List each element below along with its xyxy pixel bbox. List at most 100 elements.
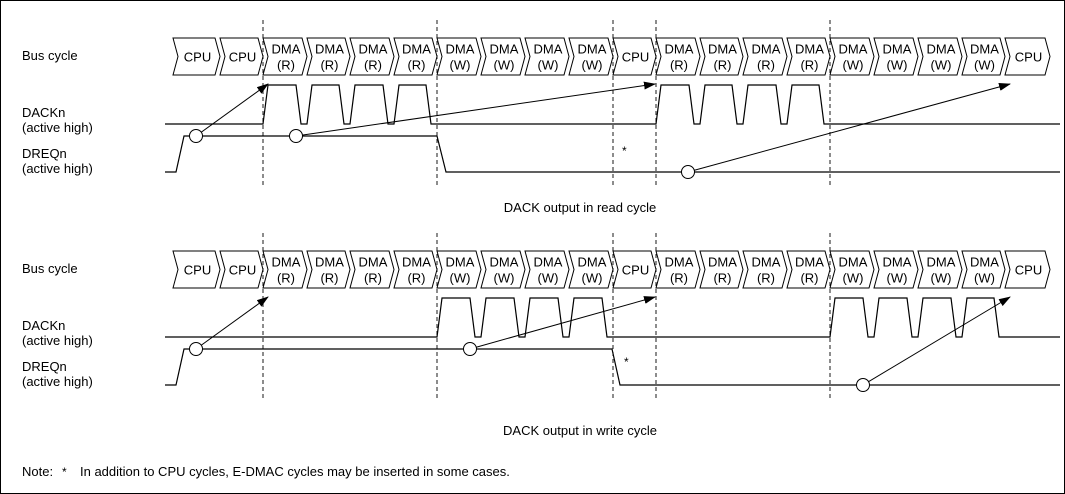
bus-cycle-type: DMA: [446, 255, 475, 270]
bus-cycle-cell: [480, 250, 526, 289]
bus-cycle-direction: (W): [887, 58, 908, 73]
bus-cycle-type: DMA: [752, 42, 781, 57]
bus-cycle-type: DMA: [795, 255, 824, 270]
note-prefix: Note:: [22, 464, 53, 479]
bus-cycle-direction: (R): [320, 271, 338, 286]
causality-arrow: [195, 83, 269, 137]
trigger-circle: [289, 129, 303, 143]
bus-cycle-type: DMA: [315, 42, 344, 57]
bus-cycle-type: DMA: [839, 42, 868, 57]
bus-cycle-direction: (W): [974, 58, 995, 73]
bus-cycle-cell: [436, 250, 482, 289]
bus-cycle-type: DMA: [708, 42, 737, 57]
bus-cycle-direction: (R): [277, 58, 295, 73]
bus-cycle-type: CPU: [622, 263, 649, 278]
bus-cycle-type: DMA: [272, 42, 301, 57]
bus-cycle-direction: (W): [582, 58, 603, 73]
bus-cycle-type: DMA: [359, 42, 388, 57]
bus-cycle-cell: [917, 37, 963, 76]
bus-cycle-cell: [172, 37, 221, 76]
bus-cycle-cell: [1004, 250, 1051, 289]
trigger-circle: [681, 165, 695, 179]
bus-cycle-direction: (R): [320, 58, 338, 73]
bus-cycle-cell: [306, 250, 351, 289]
bus-cycle-direction: (W): [931, 271, 952, 286]
bus-cycle-direction: (W): [974, 271, 995, 286]
bus-cycle-direction: (W): [843, 271, 864, 286]
note-text: In addition to CPU cycles, E-DMAC cycles…: [80, 464, 510, 479]
causality-arrow: [295, 81, 656, 137]
bus-cycle-cell: [786, 250, 831, 289]
bus-cycle-type: DMA: [446, 42, 475, 57]
bus-cycle-cell: [262, 250, 308, 289]
bus-cycle-direction: (W): [931, 58, 952, 73]
bus-cycle-direction: (W): [538, 271, 559, 286]
bus-cycle-type: DMA: [315, 255, 344, 270]
bus-cycle-direction: (W): [887, 271, 908, 286]
causality-arrow: [469, 296, 656, 350]
bus-cycle-direction: (R): [407, 58, 425, 73]
bus-cycle-type: DMA: [490, 255, 519, 270]
note: Note: * In addition to CPU cycles, E-DMA…: [22, 464, 510, 479]
dack-waveform: [165, 297, 1060, 338]
bus-cycle-type: DMA: [402, 255, 431, 270]
bus-cycle-cell: [219, 37, 264, 76]
trigger-circle: [463, 342, 477, 356]
bus-cycle-label: Bus cycle: [22, 261, 78, 276]
bus-cycle-direction: (W): [494, 58, 515, 73]
bus-cycle-type: DMA: [927, 42, 956, 57]
bus-cycle-cell: [612, 37, 657, 76]
bus-cycle-cell: [436, 37, 482, 76]
bus-cycle-cell: [349, 37, 395, 76]
trigger-circle: [856, 378, 870, 392]
causality-arrow: [195, 296, 269, 350]
bus-cycle-type: CPU: [184, 50, 211, 65]
bus-cycle-cell: [568, 37, 614, 76]
bus-cycle-cell: [873, 37, 919, 76]
bus-cycle-cell: [873, 250, 919, 289]
bus-cycle-cell: [699, 37, 744, 76]
bus-cycle-cell: [786, 37, 831, 76]
bus-cycle-type: DMA: [534, 42, 563, 57]
bus-cycle-type: DMA: [272, 255, 301, 270]
causality-arrow: [687, 83, 1011, 173]
bus-cycle-cell: [393, 250, 438, 289]
bus-cycle-direction: (R): [364, 271, 382, 286]
bus-cycle-type: DMA: [839, 255, 868, 270]
bus-cycle-type: CPU: [184, 263, 211, 278]
bus-cycle-cell: [699, 250, 744, 289]
bus-cycle-direction: (W): [538, 58, 559, 73]
causality-arrow: [862, 296, 1011, 386]
dack-active-label: (active high): [22, 120, 93, 135]
bus-cycle-type: DMA: [578, 255, 607, 270]
bus-cycle-cell: [262, 37, 308, 76]
bus-cycle-cell: [829, 250, 875, 289]
bus-cycle-cell: [393, 37, 438, 76]
bus-cycle-type: DMA: [970, 255, 999, 270]
bus-cycle-cell: [172, 250, 221, 289]
bus-cycle-cell: [568, 250, 614, 289]
dreq-active-label: (active high): [22, 374, 93, 389]
bus-cycle-type: CPU: [622, 50, 649, 65]
dreq-label: DREQn: [22, 359, 67, 374]
panel-caption: DACK output in read cycle: [504, 200, 656, 215]
panel-caption: DACK output in write cycle: [503, 423, 657, 438]
bus-cycle-direction: (R): [757, 58, 775, 73]
bus-cycle-type: DMA: [665, 255, 694, 270]
bus-cycle-cell: [1004, 37, 1051, 76]
bus-cycle-type: DMA: [359, 255, 388, 270]
bus-cycle-direction: (R): [670, 271, 688, 286]
dreq-waveform: [165, 348, 1060, 386]
bus-cycle-cell: [655, 37, 701, 76]
bus-cycle-cell: [349, 250, 395, 289]
bus-cycle-cell: [961, 250, 1006, 289]
bus-cycle-type: DMA: [490, 42, 519, 57]
bus-cycle-direction: (R): [407, 271, 425, 286]
bus-cycle-direction: (R): [757, 271, 775, 286]
bus-cycle-cell: [524, 37, 570, 76]
bus-cycle-direction: (R): [800, 271, 818, 286]
dreq-label: DREQn: [22, 146, 67, 161]
dack-waveform: [165, 84, 1060, 125]
trigger-circle: [189, 342, 203, 356]
bus-cycle-type: DMA: [795, 42, 824, 57]
